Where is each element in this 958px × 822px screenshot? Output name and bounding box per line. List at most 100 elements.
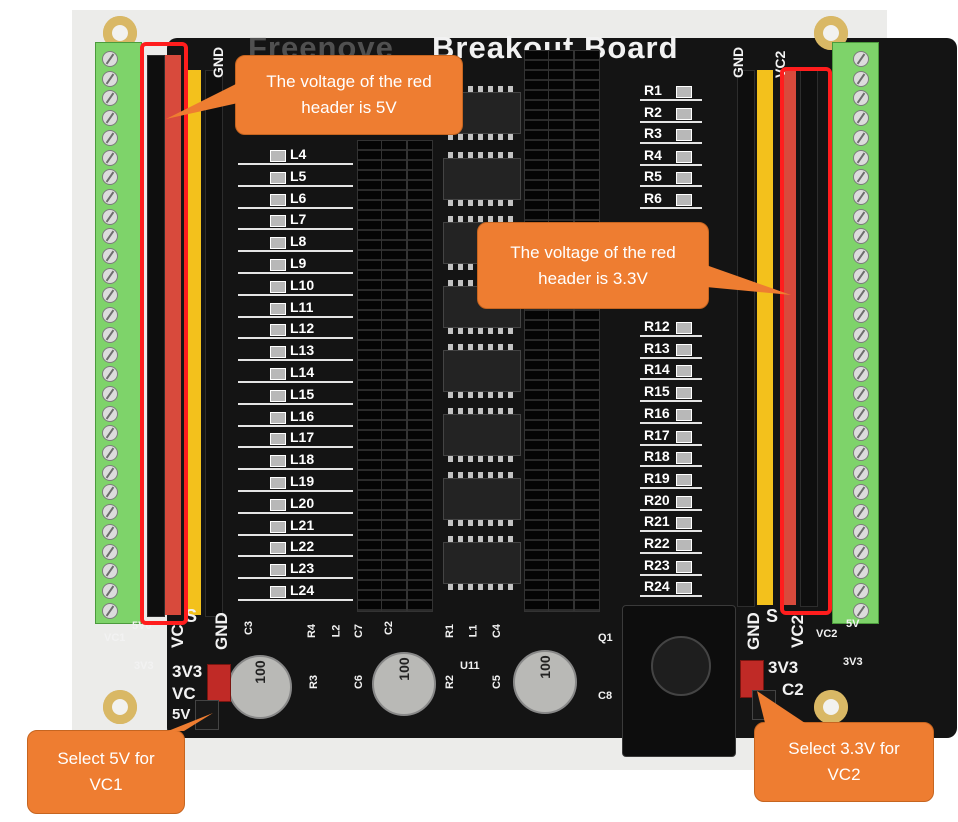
socket-header-2: [381, 140, 407, 612]
led-indicator: [676, 517, 692, 530]
socket-header-5: [548, 50, 574, 612]
pin-label: R21: [644, 513, 670, 530]
led-indicator: [270, 433, 286, 446]
pin-label: L13: [290, 342, 315, 359]
led-indicator: [270, 477, 286, 489]
silk-line: [238, 206, 353, 209]
led-indicator: [676, 560, 692, 573]
terminal-screw: [102, 366, 118, 383]
led-indicator: [676, 86, 692, 98]
terminal-screw: [102, 543, 118, 560]
silk-line: [640, 421, 702, 424]
pin-label-row: L18: [238, 451, 353, 471]
pin-label-row: L21: [238, 516, 353, 536]
pin-label-row: L15: [238, 385, 353, 405]
jumper-vc1-red[interactable]: [207, 664, 231, 702]
led-indicator: [676, 129, 692, 141]
terminal-screw: [102, 326, 118, 343]
terminal-screw: [853, 110, 869, 127]
terminal-screw: [853, 366, 869, 383]
silk-s-right: S: [766, 606, 779, 626]
terminal-screw: [853, 445, 869, 461]
pin-label: L14: [290, 364, 315, 380]
pin-label-row: R20: [640, 492, 702, 511]
silk-line: [238, 446, 353, 449]
terminal-screw: [102, 248, 118, 264]
silk-line: [640, 443, 702, 446]
led-indicator: [676, 495, 692, 508]
terminal-screw: [102, 523, 118, 540]
pin-label: R3: [644, 125, 662, 141]
pin-label: L21: [290, 516, 315, 533]
callout-3v3-text: The voltage of the red header is 3.3V: [510, 242, 676, 288]
led-indicator: [676, 430, 692, 443]
pin-label-row: L22: [238, 538, 353, 558]
pin-label: L10: [290, 276, 315, 293]
pin-label: L12: [290, 320, 315, 337]
silk-5v-small-right: 5V: [846, 618, 860, 630]
callout-select-5v-vc1: Select 5V for VC1: [27, 713, 213, 814]
silk-line: [640, 163, 702, 166]
silk-line: [238, 555, 353, 558]
silk-line: [640, 595, 702, 598]
pin-label: R5: [644, 168, 662, 184]
led-indicator: [676, 343, 692, 356]
pin-label-row: R12: [640, 318, 702, 337]
pin-label: L16: [290, 407, 315, 424]
pin-label: R6: [644, 189, 662, 206]
silk-line: [640, 486, 702, 489]
callout-pointer: [166, 83, 238, 119]
led-indicator: [270, 237, 286, 250]
silk-line: [238, 163, 353, 165]
pin-label: L6: [290, 189, 307, 206]
silk-line: [238, 381, 353, 383]
silk-line: [238, 228, 353, 231]
terminal-screw: [853, 188, 869, 205]
terminal-screw: [853, 346, 869, 363]
pin-label: L18: [290, 451, 315, 468]
silk-line: [238, 468, 353, 471]
silk-line: [238, 337, 353, 340]
led-indicator: [270, 455, 286, 468]
mounting-hole-bottom-left: [103, 690, 137, 724]
pin-label: L7: [290, 211, 307, 228]
jumper-vc1-black[interactable]: [195, 700, 219, 730]
silk-line: [238, 577, 353, 580]
terminal-screw: [102, 129, 118, 146]
led-indicator: [676, 539, 692, 551]
led-indicator: [676, 172, 692, 184]
dc-power-jack: [622, 605, 736, 757]
pin-label-row: L19: [238, 473, 353, 492]
pin-label: R2: [644, 103, 662, 120]
led-indicator: [270, 586, 286, 598]
pin-label-row: L10: [238, 276, 353, 296]
terminal-screw: [853, 208, 869, 225]
pin-label: R1: [644, 82, 662, 98]
led-indicator: [270, 259, 286, 271]
pin-label: R23: [644, 556, 670, 573]
silk-gnd-left: GND: [210, 46, 226, 78]
callout-select-3v3-vc2: Select 3.3V for VC2: [754, 691, 934, 802]
silk-gnd-right: GND: [730, 46, 746, 78]
silk-c8: C8: [598, 690, 613, 702]
terminal-screw: [853, 405, 869, 422]
cap-value: 100: [537, 655, 553, 679]
terminal-screw: [102, 110, 118, 127]
header-black-left-inner: [205, 70, 223, 617]
led-indicator: [270, 193, 286, 206]
led-indicator: [270, 150, 286, 162]
terminal-screw: [102, 445, 118, 461]
led-indicator: [676, 473, 692, 486]
silk-s-left: S: [185, 606, 198, 626]
pin-label: L15: [290, 385, 315, 402]
pin-label: L22: [290, 538, 315, 555]
silk-c2: C2: [383, 620, 396, 636]
terminal-screw: [853, 307, 869, 324]
led-indicator: [676, 322, 692, 334]
led-indicator: [270, 542, 286, 555]
silk-line: [238, 424, 353, 427]
silk-line: [238, 599, 353, 601]
ic-chip-8: [443, 536, 521, 590]
led-indicator: [270, 368, 286, 380]
terminal-screw: [853, 523, 869, 540]
